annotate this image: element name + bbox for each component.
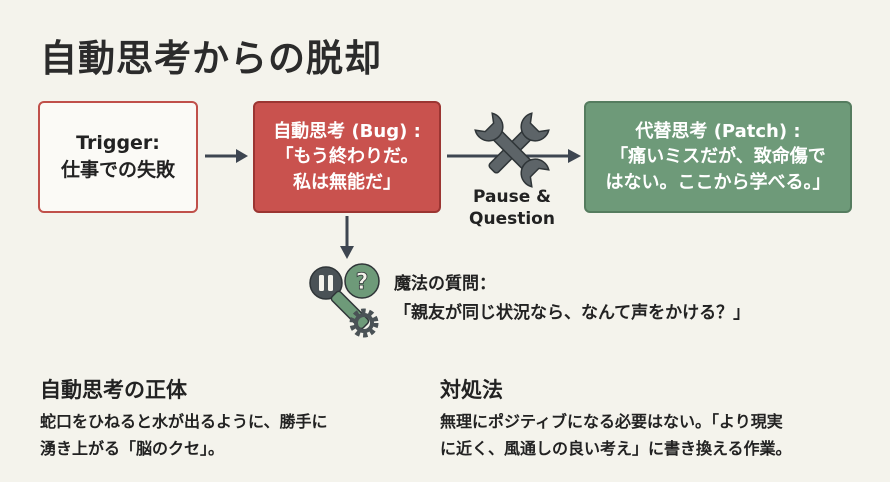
trigger-text: 仕事での失敗 [60, 159, 175, 181]
pause-label-2: Question [469, 209, 555, 230]
magic-question-text: 「親友が同じ状況なら、なんて声をかける？」 [394, 302, 751, 323]
magic-question: 魔法の質問： 「親友が同じ状況なら、なんて声をかける？」 [394, 270, 750, 328]
trigger-label: Trigger: [76, 132, 160, 155]
svg-text:?: ? [356, 270, 369, 295]
left-heading: 自動思考の正体 [40, 378, 187, 402]
patch-label: 代替思考 (Patch) : [635, 121, 801, 143]
right-body-line: 無理にポジティブになる必要はない。「より現実 [440, 412, 783, 431]
patch-text-1: 「痛いミスだが、致命傷で [610, 146, 826, 168]
crossed-wrenches-icon [474, 112, 550, 188]
left-body-line: 蛇口をひねると水が出るように、勝手に [40, 412, 328, 431]
left-body: 蛇口をひねると水が出るように、勝手に 湧き上がる「脳のクセ」。 [40, 408, 328, 462]
left-body-line: 湧き上がる「脳のクセ」。 [40, 439, 225, 459]
page-title: 自動思考からの脱却 [40, 37, 382, 80]
magic-question-label: 魔法の質問： [394, 274, 496, 294]
automatic-thought-box: 自動思考 (Bug) : 「もう終わりだ。 私は無能だ」 [253, 101, 441, 213]
patch-text-2: はない。ここから学べる。」 [605, 171, 831, 193]
bug-text-1: 「もう終わりだ。 [275, 146, 419, 168]
right-body: 無理にポジティブになる必要はない。「より現実 に近く、風通しの良い考え」に書き換… [440, 408, 792, 462]
right-body-line: に近く、風通しの良い考え」に書き換える作業。 [440, 439, 792, 459]
trigger-box: Trigger: 仕事での失敗 [38, 101, 198, 213]
pause-question-gear-icon: ? [309, 263, 380, 338]
pause-question-label: Pause & Question [462, 186, 562, 230]
bug-text-2: 私は無能だ」 [293, 171, 401, 193]
right-heading: 対処法 [440, 378, 503, 402]
bug-label: 自動思考 (Bug) : [273, 121, 421, 143]
pause-label-1: Pause & [473, 187, 551, 207]
alternative-thought-box: 代替思考 (Patch) : 「痛いミスだが、致命傷で はない。ここから学べる。… [584, 101, 852, 213]
